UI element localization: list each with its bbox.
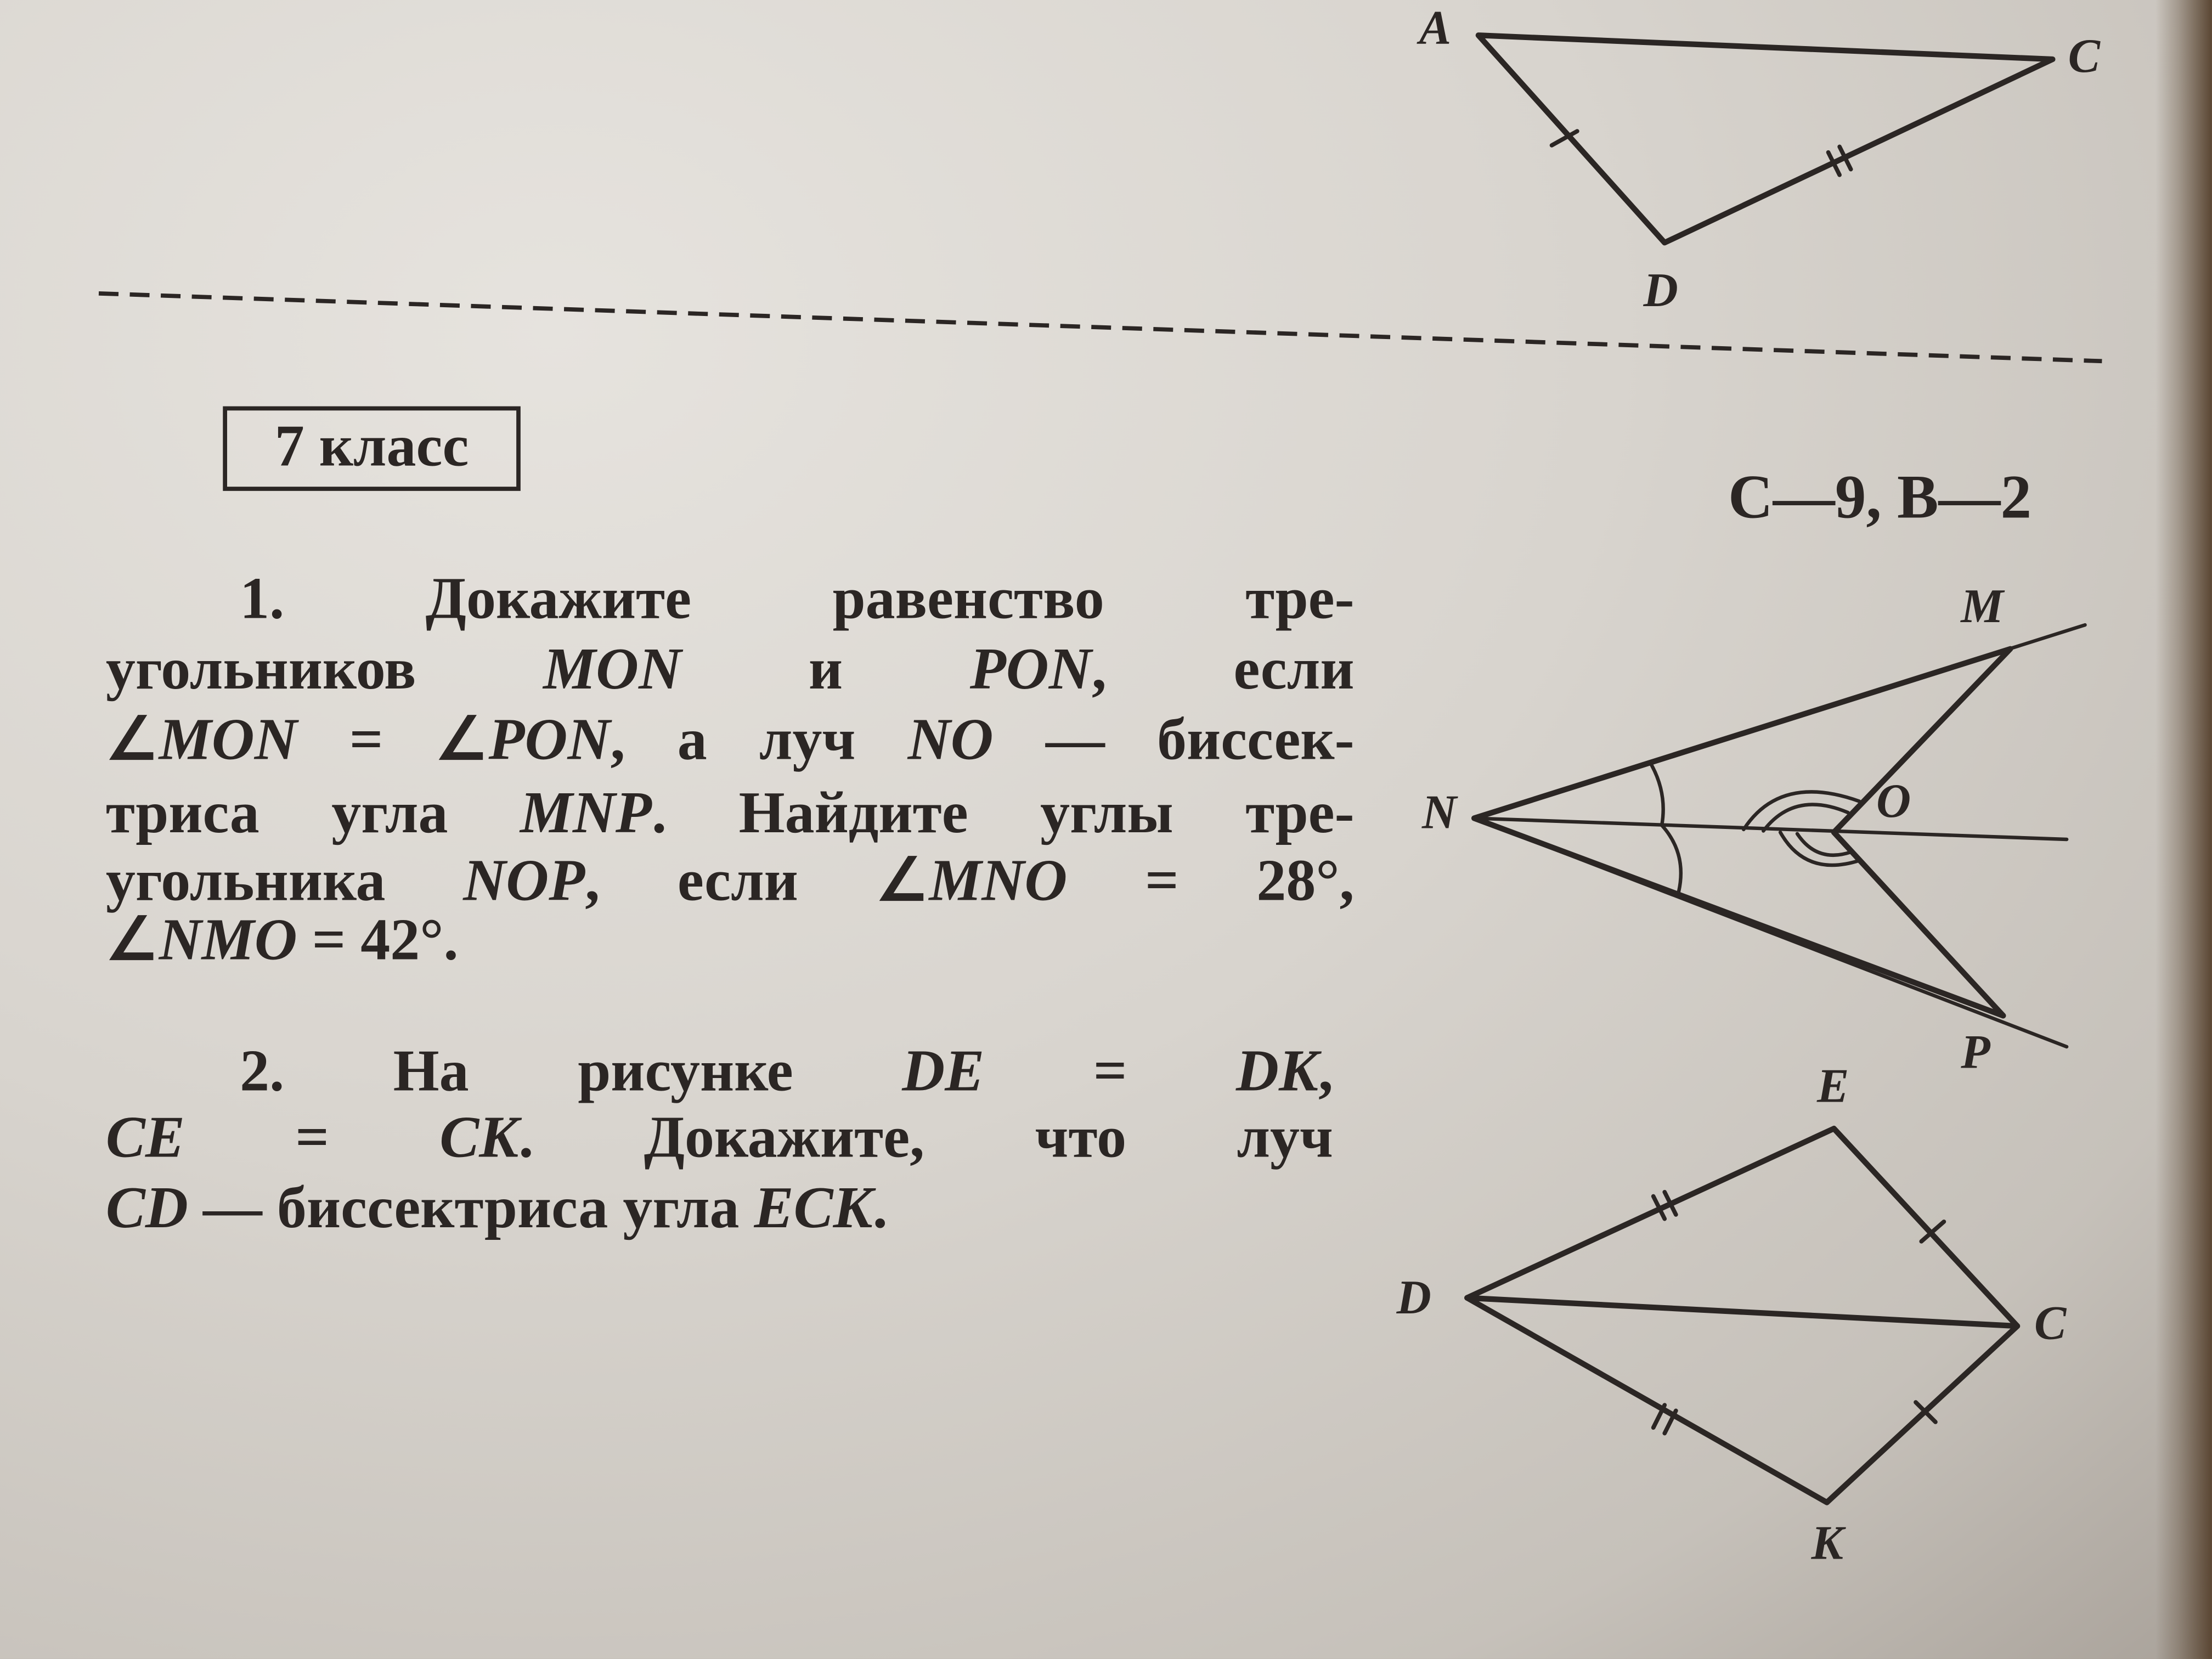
label-o: O [1876, 776, 1911, 828]
label-d-top: D [1643, 265, 1678, 318]
label-k: K [1811, 1517, 1844, 1570]
dashed-separator [98, 291, 2102, 364]
label-a: A [1419, 3, 1452, 55]
figure-mnop [1471, 623, 2087, 1049]
label-p: P [1961, 1026, 1990, 1080]
problem1-line: ∠MON = ∠PON, а луч NO — биссек- [105, 708, 1355, 774]
label-c-top: C [2068, 31, 2101, 83]
grade-box: 7 класс [223, 406, 521, 491]
problem2-line: CD — биссектриса угла ECK. [105, 1176, 888, 1242]
label-c: C [2034, 1297, 2067, 1350]
top-figure-quadrilateral [1475, 32, 2056, 246]
label-n: N [1421, 787, 1457, 839]
variant-label: С—9, В—2 [1728, 462, 2032, 532]
problem2-line: CE = CK. Докажите, что луч [105, 1105, 1333, 1171]
problem1-line: угольников MON и PON, если [105, 637, 1355, 703]
label-m: M [1961, 581, 2004, 634]
page-edge-shadow [2155, 0, 2212, 1659]
problem1-line: угольника NOP, если ∠MNO = 28°, [105, 849, 1355, 915]
problem1-line: ∠NMO = 42°. [105, 908, 459, 974]
problem2-line: 2. На рисунке DE = DK, [240, 1040, 1334, 1105]
label-e: E [1816, 1060, 1849, 1113]
figure-deck [1464, 1125, 2021, 1505]
problem1-line: 1. Докажите равенство тре- [240, 567, 1355, 632]
problem1-line: триса угла MNP. Найдите углы тре- [105, 781, 1355, 847]
label-d: D [1396, 1272, 1431, 1325]
